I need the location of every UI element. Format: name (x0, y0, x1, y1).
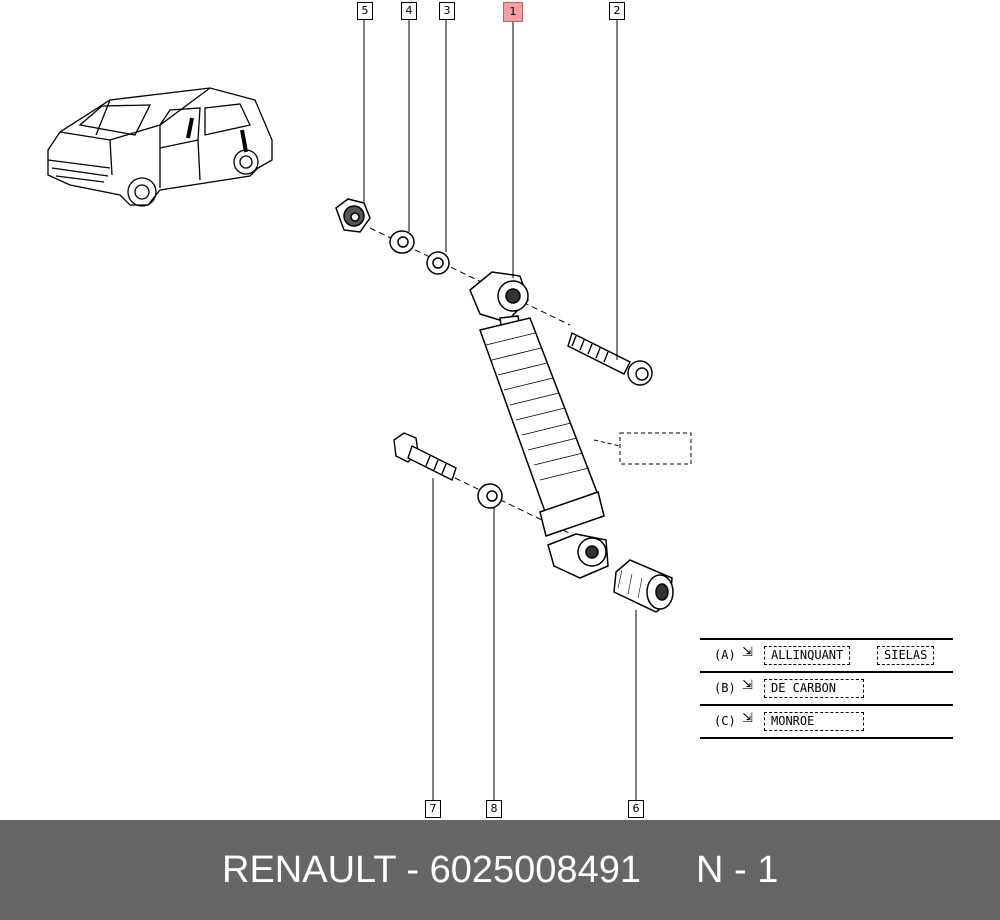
callout-1-highlighted: 1 (503, 2, 523, 22)
page-indicator: N - 1 (696, 849, 779, 891)
callout-7: 7 (425, 800, 441, 818)
brand-label: MONROE (764, 712, 864, 731)
part-1-shock-absorber (469, 271, 621, 579)
footer-bar: RENAULT - 6025008491 N - 1 (0, 820, 1000, 920)
reference-box (619, 432, 692, 465)
callout-6: 6 (628, 800, 644, 818)
callout-2: 2 (609, 2, 625, 20)
manufacturer-legend: (A) ⇲ ALLINQUANT SIELAS (B) ⇲ DE CARBON … (700, 638, 953, 739)
part-5-nut (335, 198, 371, 233)
brand-label: SIELAS (877, 646, 935, 665)
vehicle-illustration (47, 87, 273, 207)
arrow-icon: ⇲ (742, 678, 753, 693)
leader-lines (363, 18, 637, 802)
arrow-icon: ⇲ (742, 711, 753, 726)
arrow-icon: ⇲ (742, 645, 753, 660)
part-7-lower-bolt (393, 432, 457, 481)
legend-key: (B) (714, 681, 736, 695)
legend-key: (C) (714, 714, 736, 728)
exploded-parts-diagram (47, 18, 692, 802)
callout-5: 5 (357, 2, 373, 20)
part-3-spring-washer (426, 251, 450, 275)
part-2-upper-bolt (567, 332, 653, 386)
legend-row-a: (A) ⇲ ALLINQUANT SIELAS (700, 638, 953, 671)
part-number-label: RENAULT - 6025008491 (222, 849, 641, 891)
callout-4: 4 (401, 2, 417, 20)
brand-label: DE CARBON (764, 679, 864, 698)
brand-label: ALLINQUANT (764, 646, 851, 665)
legend-key: (A) (714, 648, 736, 662)
callout-3: 3 (439, 2, 455, 20)
part-4-washer (389, 230, 415, 254)
callout-8: 8 (486, 800, 502, 818)
part-8-washer (477, 483, 503, 509)
legend-row-b: (B) ⇲ DE CARBON (700, 671, 953, 704)
legend-row-c: (C) ⇲ MONROE (700, 704, 953, 739)
part-6-bush (613, 559, 674, 613)
